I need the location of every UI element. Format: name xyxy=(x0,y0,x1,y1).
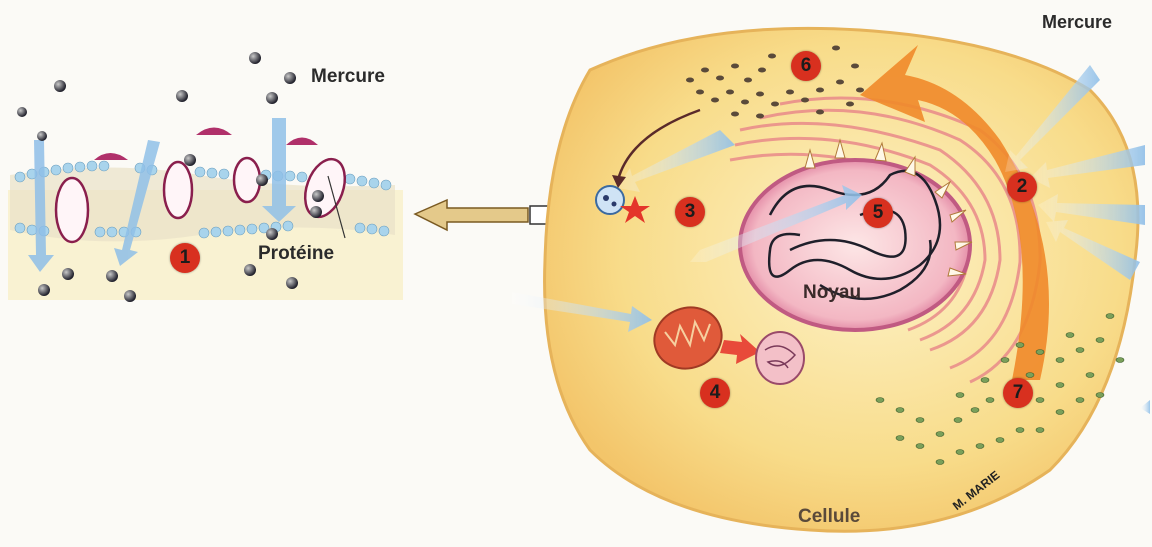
mercury-label-right: Mercure xyxy=(1042,12,1112,33)
mercury-label-left: Mercure xyxy=(311,66,385,88)
marker-2: 2 xyxy=(1007,172,1037,202)
zoom-arrow xyxy=(415,200,550,230)
membrane-panel xyxy=(8,52,403,302)
marker-3: 3 xyxy=(675,197,705,227)
damaged-mitochondrion xyxy=(756,332,804,384)
cell-diagram xyxy=(512,28,1150,531)
cell-label: Cellule xyxy=(798,506,860,528)
marker-4: 4 xyxy=(700,378,730,408)
nucleus-label: Noyau xyxy=(803,282,861,304)
marker-1: 1 xyxy=(170,243,200,273)
marker-6: 6 xyxy=(791,51,821,81)
marker-7: 7 xyxy=(1003,378,1033,408)
marker-5: 5 xyxy=(863,198,893,228)
protein-label: Protéine xyxy=(258,243,334,265)
